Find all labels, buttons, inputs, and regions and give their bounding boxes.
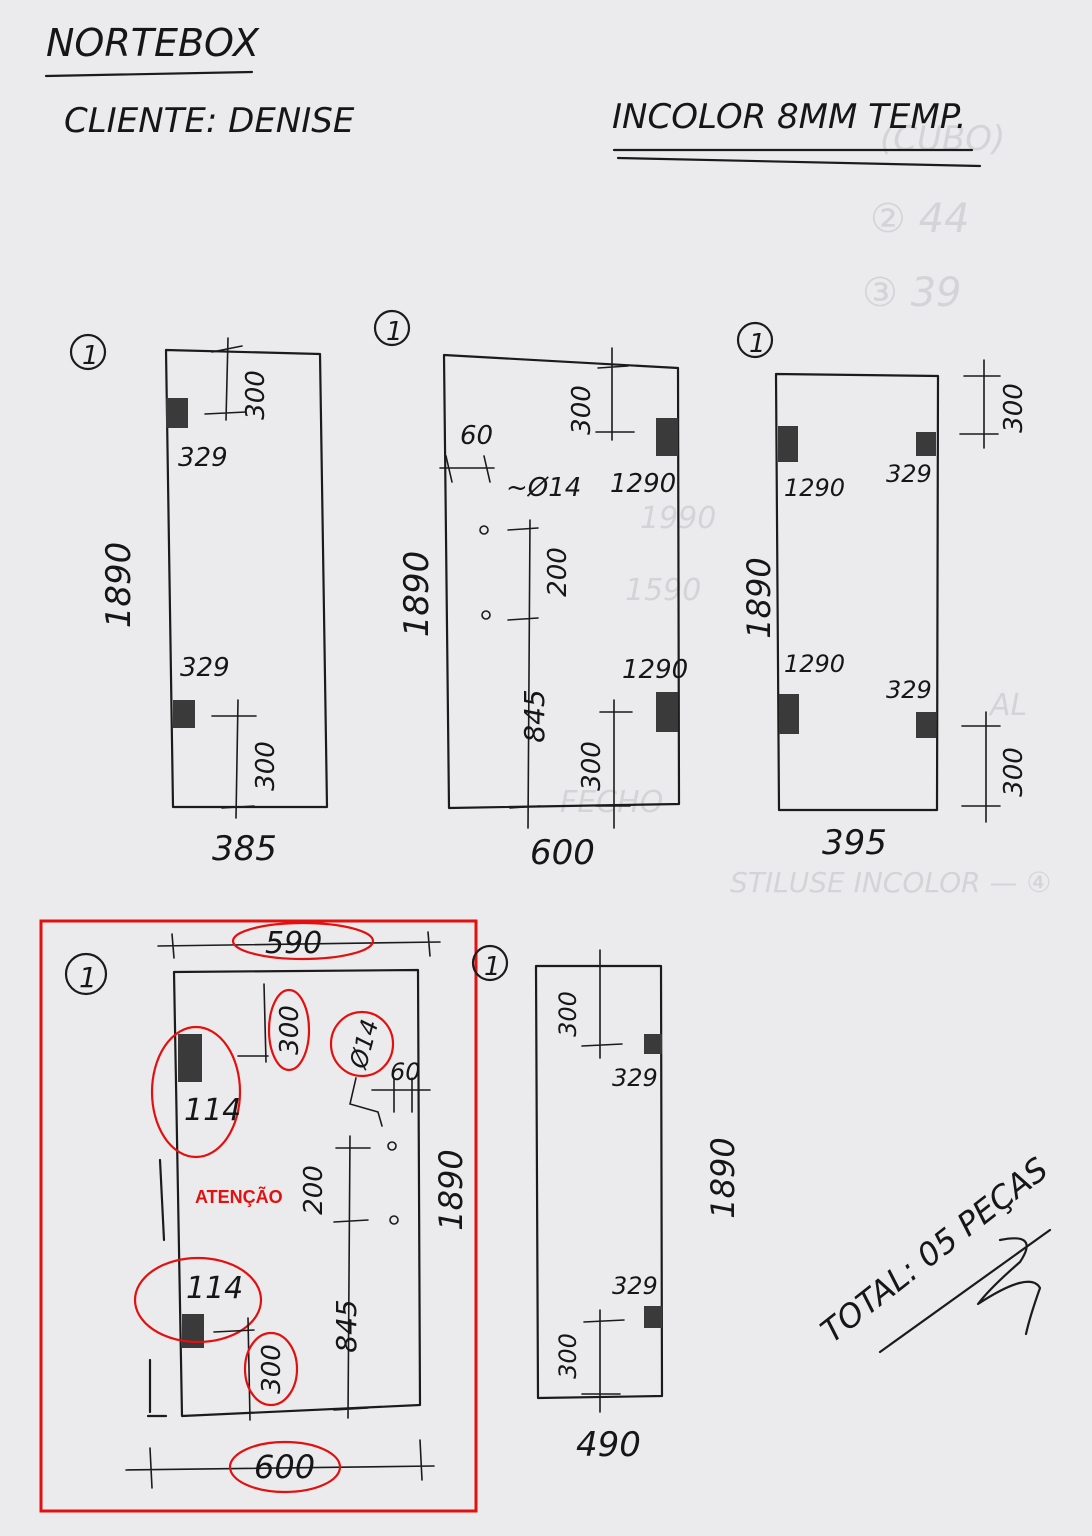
panel-4-width: 600: [254, 1448, 315, 1486]
panel-2: 1 300 60 ~Ø14 1290 200 1290 845 300 1890…: [373, 309, 688, 873]
panel-4-dim: 200: [299, 1165, 329, 1215]
panel-2-dim: 1290: [610, 469, 676, 499]
glass-spec: INCOLOR 8MM TEMP.: [612, 97, 966, 137]
hole: [481, 610, 491, 620]
attention-label: ATENÇÃO: [195, 1186, 283, 1207]
panel-1-dim: 300: [241, 370, 271, 420]
panel-4-top-width: 590: [265, 926, 322, 961]
panel-4-qty: 1: [79, 961, 97, 994]
panel-2-dim: 200: [543, 547, 573, 597]
panel-4-dim: 60: [390, 1058, 421, 1086]
panel-1: 1 300 329 329 300 1890 385: [69, 333, 329, 869]
hinge-cutout: [656, 418, 678, 456]
panel-5-dim: 329: [612, 1272, 658, 1300]
panel-3-dim: 329: [886, 676, 932, 704]
svg-text:FECHO: FECHO: [560, 785, 663, 820]
client-label: CLIENTE: DENISE: [64, 101, 355, 141]
panel-3-height: 1890: [740, 557, 778, 638]
panel-4-outline: [172, 968, 422, 1418]
panel-2-dim: 1290: [622, 655, 688, 685]
panel-4: 1 590 300 Ø14 60 114 200 ATENÇÃO 114 845: [39, 919, 478, 1513]
panel-2-dim: 60: [460, 421, 493, 451]
panel-2-qty: 1: [386, 317, 403, 347]
hinge-cutout: [916, 712, 936, 738]
hinge-cutout: [166, 398, 188, 428]
panel-4-height: 1890: [432, 1149, 470, 1230]
hole: [387, 1141, 397, 1151]
panel-4-dim: 845: [330, 1299, 363, 1352]
panel-4-dim: Ø14: [344, 1016, 384, 1072]
panel-3-dim: 300: [999, 747, 1029, 797]
panel-4-dim: 300: [275, 1005, 305, 1055]
panel-4-dim: 114: [186, 1271, 243, 1306]
panel-3-dim: 329: [886, 460, 932, 488]
panel-5-dim: 300: [554, 991, 582, 1037]
panel-3-outline: [774, 372, 940, 812]
panel-2-height: 1890: [397, 551, 437, 638]
svg-text:AL: AL: [988, 688, 1027, 723]
hinge-cutout: [916, 432, 936, 456]
panel-3-dim: 1290: [784, 474, 845, 502]
panel-1-outline: [164, 348, 329, 809]
panel-1-dim: 300: [251, 741, 281, 791]
hinge-cutout: [644, 1306, 662, 1328]
panel-4-dim: 300: [257, 1344, 287, 1394]
hinge-cutout: [178, 1034, 202, 1082]
hole: [479, 525, 489, 535]
panel-2-dim: 300: [577, 741, 607, 791]
attention-frame: [39, 919, 478, 1513]
hole: [389, 1215, 399, 1225]
signature: [976, 1237, 1042, 1336]
panel-3: 1 300 1290 329 1290 329 300 1890 395: [736, 321, 1029, 863]
panel-2-dim: ~Ø14: [506, 473, 581, 503]
panel-1-width: 385: [212, 829, 277, 869]
panel-1-height: 1890: [99, 542, 139, 629]
hinge-cutout: [778, 426, 798, 462]
panel-2-outline: [442, 353, 681, 810]
panel-1-qty: 1: [82, 341, 99, 371]
panel-5-dim: 329: [612, 1064, 658, 1092]
header: NORTEBOX CLIENTE: DENISE INCOLOR 8MM TEM…: [44, 21, 982, 168]
svg-text:③ 39: ③ 39: [862, 270, 961, 316]
hinge-cutout: [182, 1314, 204, 1348]
hinge-cutout: [656, 692, 678, 732]
panel-5-outline: [534, 964, 664, 1400]
panel-5: 1 300 329 329 300 1890 490: [471, 944, 742, 1465]
panel-5-width: 490: [576, 1425, 641, 1465]
company-name: NORTEBOX: [46, 21, 260, 65]
panel-3-dim: 300: [999, 383, 1029, 433]
panel-3-dim: 1290: [784, 650, 845, 678]
hinge-cutout: [644, 1034, 662, 1054]
svg-text:(CUBO): (CUBO): [880, 119, 1005, 159]
hinge-cutout: [779, 694, 799, 734]
panel-2-dim: 845: [518, 689, 551, 742]
hinge-cutout: [173, 700, 195, 728]
svg-text:1590: 1590: [625, 573, 701, 608]
panel-3-width: 395: [822, 823, 887, 863]
svg-text:STILUSE INCOLOR — ④: STILUSE INCOLOR — ④: [730, 866, 1052, 899]
panel-3-qty: 1: [749, 329, 766, 359]
panel-5-dim: 300: [554, 1333, 582, 1379]
panel-1-dim: 329: [178, 443, 228, 473]
panel-2-width: 600: [530, 833, 595, 873]
panel-5-height: 1890: [704, 1137, 742, 1218]
svg-text:② 44: ② 44: [870, 196, 969, 242]
panel-4-dim: 114: [184, 1093, 241, 1128]
left-edge-marks: [146, 1158, 168, 1418]
panel-2-dim: 300: [567, 385, 597, 435]
total-label: TOTAL: 05 PEÇAS: [814, 1150, 1056, 1350]
total-underline: [878, 1228, 1052, 1354]
panel-5-qty: 1: [484, 952, 501, 982]
total-note: TOTAL: 05 PEÇAS: [814, 1150, 1056, 1354]
panel-1-dim: 329: [180, 653, 230, 683]
bleed-through: ② 44 ③ 39 (CUBO) 1990 1590 AL FECHO STIL…: [560, 119, 1052, 899]
